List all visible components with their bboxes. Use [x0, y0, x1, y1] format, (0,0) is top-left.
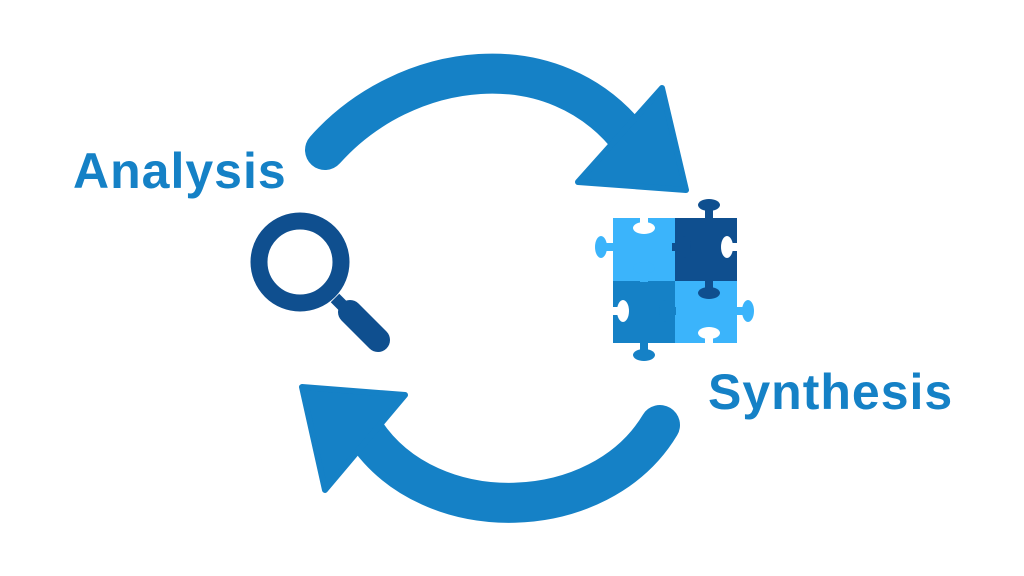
analysis-label: Analysis: [73, 143, 287, 199]
top-cycle-arrow: [305, 53, 689, 193]
bottom-cycle-arrow: [299, 384, 680, 523]
synthesis-label: Synthesis: [708, 364, 954, 420]
magnifying-glass-icon: [250, 212, 390, 352]
puzzle-icon: [595, 199, 754, 361]
